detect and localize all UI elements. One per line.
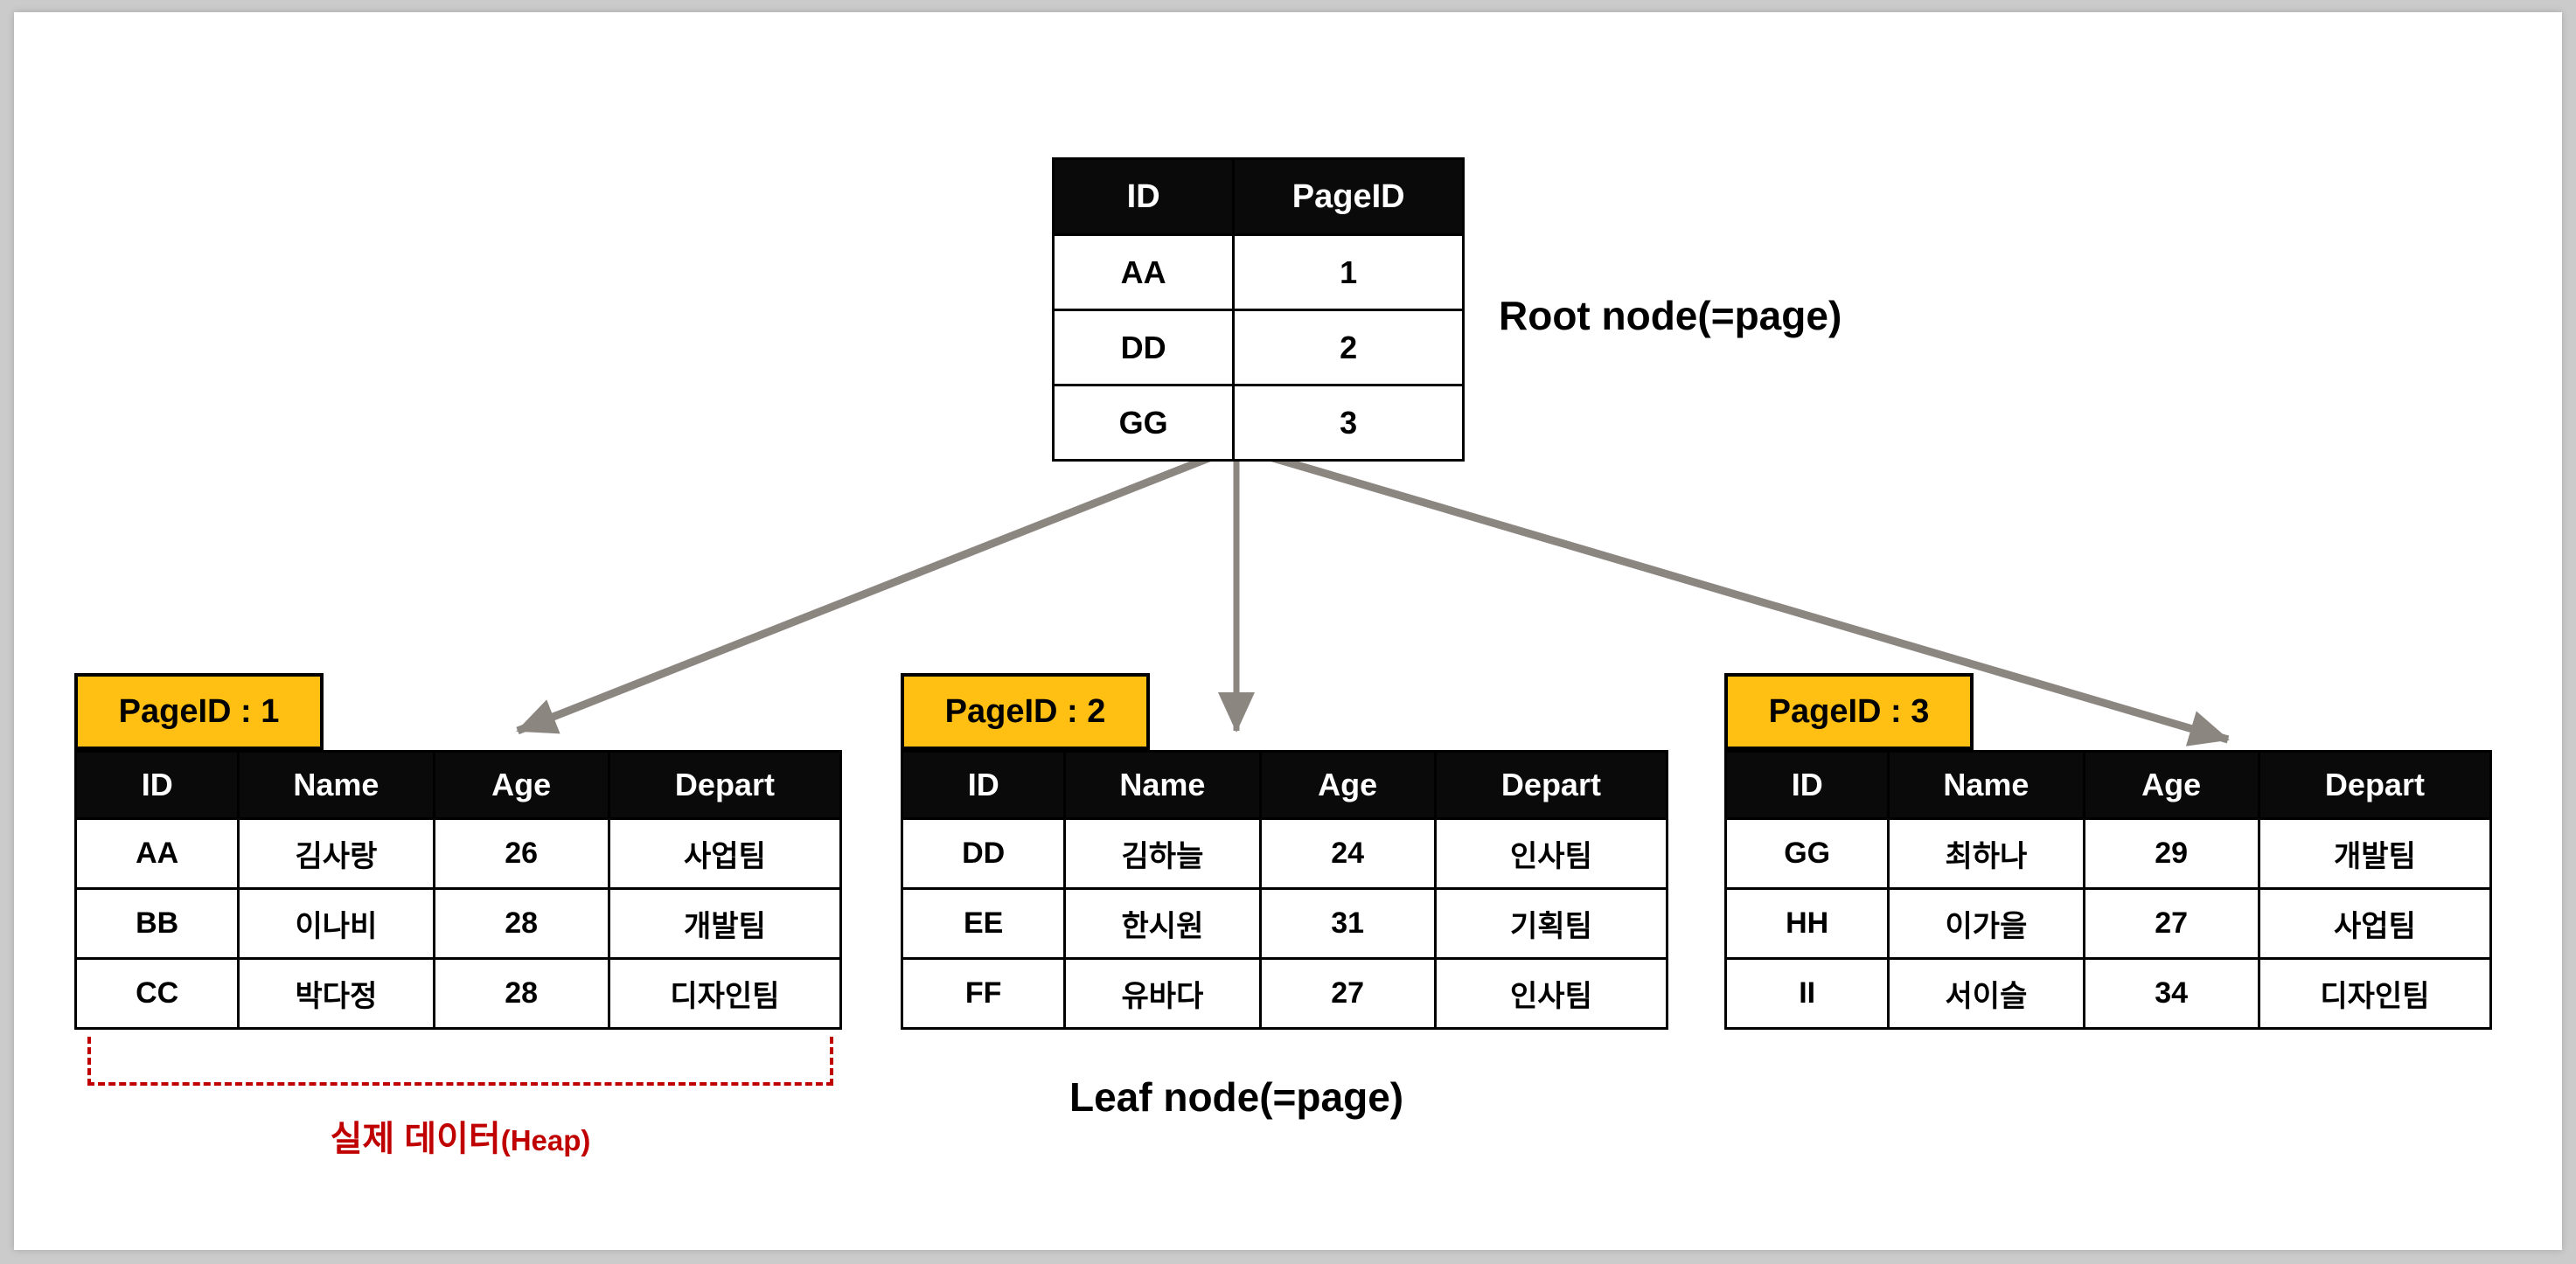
- cell-name: 박다정: [237, 957, 435, 1030]
- cell-name: 유바다: [1063, 957, 1262, 1030]
- table-row: HH 이가을 27 사업팀: [1723, 887, 2493, 960]
- cell-depart: 디자인팀: [2257, 957, 2493, 1030]
- table-row: FF 유바다 27 인사팀: [900, 957, 1669, 1030]
- leaf-table-page-3: ID Name Age Depart GG 최하나 29 개발팀 HH 이가을 …: [1723, 750, 2493, 1030]
- column-header: Depart: [2257, 750, 2493, 820]
- root-node-table: ID PageID AA 1 DD 2 GG 3: [1051, 157, 1465, 462]
- column-header: Age: [1258, 750, 1437, 820]
- cell-age: 24: [1258, 817, 1437, 890]
- cell-id: GG: [1723, 817, 1890, 890]
- cell-name: 이나비: [237, 887, 435, 960]
- cell-id: AA: [73, 817, 240, 890]
- cell-age: 26: [432, 817, 610, 890]
- cell-age: 27: [2082, 887, 2260, 960]
- table-row: GG 최하나 29 개발팀: [1723, 817, 2493, 890]
- cell-pageid: 3: [1232, 384, 1465, 462]
- cell-id: DD: [1051, 309, 1236, 386]
- leaf-table-page-1: ID Name Age Depart AA 김사랑 26 사업팀 BB 이나비 …: [73, 750, 843, 1030]
- column-header: ID: [900, 750, 1067, 820]
- table-row: CC 박다정 28 디자인팀: [73, 957, 843, 1030]
- leaf-table-page-2: ID Name Age Depart DD 김하늘 24 인사팀 EE 한시원 …: [900, 750, 1669, 1030]
- cell-depart: 개발팀: [2257, 817, 2493, 890]
- column-header: PageID: [1232, 157, 1465, 236]
- root-node-label: Root node(=page): [1499, 293, 1842, 338]
- column-header: Name: [237, 750, 435, 820]
- table-row: DD 2: [1051, 309, 1465, 386]
- cell-depart: 개발팀: [607, 887, 843, 960]
- column-header: ID: [1051, 157, 1236, 236]
- cell-depart: 사업팀: [2257, 887, 2493, 960]
- table-row: AA 김사랑 26 사업팀: [73, 817, 843, 890]
- table-header-row: ID Name Age Depart: [73, 750, 843, 820]
- table-row: BB 이나비 28 개발팀: [73, 887, 843, 960]
- table-header-row: ID PageID: [1051, 157, 1465, 236]
- cell-name: 최하나: [1887, 817, 2085, 890]
- heap-bracket: [87, 1037, 833, 1086]
- cell-depart: 인사팀: [1433, 817, 1669, 890]
- column-header: Age: [2082, 750, 2260, 820]
- heap-label-text: 실제 데이터: [330, 1120, 501, 1158]
- column-header: Depart: [607, 750, 843, 820]
- cell-id: FF: [900, 957, 1067, 1030]
- cell-age: 28: [432, 957, 610, 1030]
- cell-depart: 기획팀: [1433, 887, 1669, 960]
- column-header: Name: [1887, 750, 2085, 820]
- cell-name: 김하늘: [1063, 817, 1262, 890]
- cell-id: HH: [1723, 887, 1890, 960]
- cell-id: GG: [1051, 384, 1236, 462]
- table-header-row: ID Name Age Depart: [1723, 750, 2493, 820]
- cell-id: BB: [73, 887, 240, 960]
- table-row: GG 3: [1051, 384, 1465, 462]
- cell-depart: 디자인팀: [607, 957, 843, 1030]
- column-header: Age: [432, 750, 610, 820]
- table-row: EE 한시원 31 기획팀: [900, 887, 1669, 960]
- cell-id: DD: [900, 817, 1067, 890]
- cell-age: 28: [432, 887, 610, 960]
- pageid-badge-3: PageID : 3: [1724, 673, 1974, 750]
- table-row: AA 1: [1051, 233, 1465, 311]
- table-row: DD 김하늘 24 인사팀: [900, 817, 1669, 890]
- cell-depart: 사업팀: [607, 817, 843, 890]
- cell-pageid: 1: [1232, 233, 1465, 311]
- cell-name: 김사랑: [237, 817, 435, 890]
- cell-name: 한시원: [1063, 887, 1262, 960]
- cell-pageid: 2: [1232, 309, 1465, 386]
- column-header: Depart: [1433, 750, 1669, 820]
- cell-age: 34: [2082, 957, 2260, 1030]
- pageid-badge-2: PageID : 2: [901, 673, 1150, 750]
- heap-label-suffix: (Heap): [500, 1124, 591, 1156]
- leaf-node-label: Leaf node(=page): [1069, 1074, 1404, 1120]
- cell-id: AA: [1051, 233, 1236, 311]
- cell-age: 31: [1258, 887, 1437, 960]
- cell-name: 이가을: [1887, 887, 2085, 960]
- column-header: ID: [73, 750, 240, 820]
- cell-name: 서이슬: [1887, 957, 2085, 1030]
- table-header-row: ID Name Age Depart: [900, 750, 1669, 820]
- cell-age: 27: [1258, 957, 1437, 1030]
- column-header: Name: [1063, 750, 1262, 820]
- cell-depart: 인사팀: [1433, 957, 1669, 1030]
- cell-id: II: [1723, 957, 1890, 1030]
- cell-id: EE: [900, 887, 1067, 960]
- column-header: ID: [1723, 750, 1890, 820]
- pageid-badge-1: PageID : 1: [74, 673, 324, 750]
- table-row: II 서이슬 34 디자인팀: [1723, 957, 2493, 1030]
- cell-id: CC: [73, 957, 240, 1030]
- heap-label: 실제 데이터(Heap): [87, 1110, 833, 1161]
- cell-age: 29: [2082, 817, 2260, 890]
